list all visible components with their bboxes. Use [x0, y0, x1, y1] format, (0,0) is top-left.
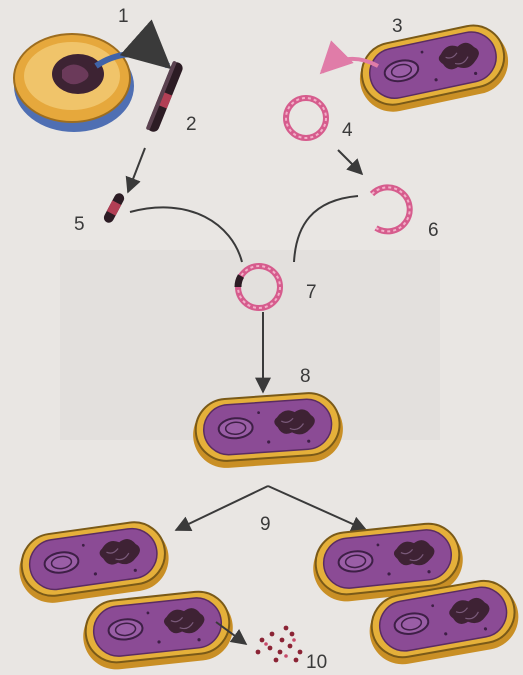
label-10: 10 [306, 652, 327, 673]
label-9: 9 [260, 514, 271, 535]
clone-bacterium-icon [15, 518, 173, 607]
label-8: 8 [300, 366, 311, 387]
label-6: 6 [428, 220, 439, 241]
dna-strand-icon [146, 60, 185, 133]
gene-fragment-icon [102, 192, 126, 225]
inserted-gene [238, 276, 241, 287]
label-1: 1 [118, 6, 129, 27]
clone-bacterium-icon [80, 588, 236, 672]
arrow-to-clone-left [176, 486, 268, 530]
bacterium-icon [353, 19, 514, 118]
label-7: 7 [306, 282, 317, 303]
protein-dots-icon [256, 626, 303, 663]
transformed-bacterium-icon [191, 391, 345, 470]
donor-cell-icon [14, 34, 134, 132]
label-5: 5 [74, 214, 85, 235]
arrow-2-to-5 [128, 148, 145, 192]
label-2: 2 [186, 114, 197, 135]
label-4: 4 [342, 120, 353, 141]
arrow-to-clone-right [268, 486, 366, 530]
arrow-4-to-6 [338, 150, 362, 174]
label-3: 3 [392, 16, 403, 37]
